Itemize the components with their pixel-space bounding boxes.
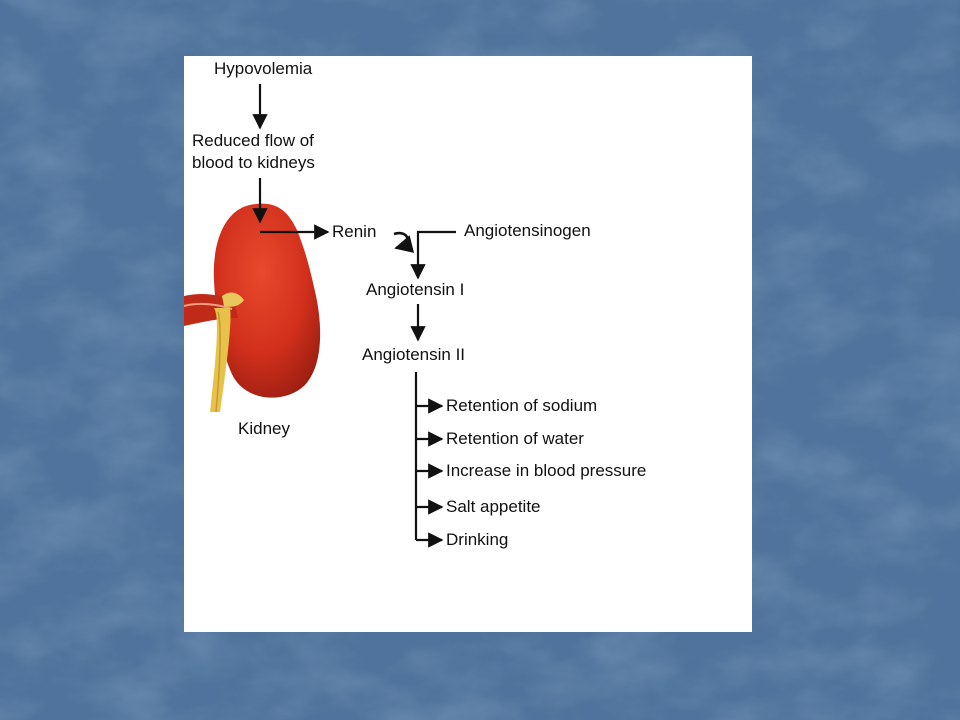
label-angiotensin-2: Angiotensin II <box>362 345 466 364</box>
label-angiotensin-1: Angiotensin I <box>366 280 465 299</box>
label-effect-drinking: Drinking <box>446 530 509 549</box>
label-effect-salt-appetite: Salt appetite <box>446 497 541 516</box>
label-reduced-flow-line2: blood to kidneys <box>192 153 315 172</box>
renin-angiotensin-diagram <box>184 84 456 548</box>
diagram-panel: Hypovolemia Reduced flow of blood to kid… <box>184 56 752 632</box>
label-hypovolemia: Hypovolemia <box>214 59 313 78</box>
label-kidney: Kidney <box>238 419 290 438</box>
label-reduced-flow-line1: Reduced flow of <box>192 131 314 150</box>
label-effect-water: Retention of water <box>446 429 584 448</box>
renin-catalysis-arrow <box>393 231 415 253</box>
label-effect-sodium: Retention of sodium <box>446 396 598 415</box>
label-renin: Renin <box>332 222 377 241</box>
arrow-angiotensinogen-to-ang1 <box>410 230 456 280</box>
label-angiotensinogen: Angiotensinogen <box>464 221 591 240</box>
kidney-illustration <box>184 203 321 413</box>
label-effect-blood-pressure: Increase in blood pressure <box>446 461 647 480</box>
